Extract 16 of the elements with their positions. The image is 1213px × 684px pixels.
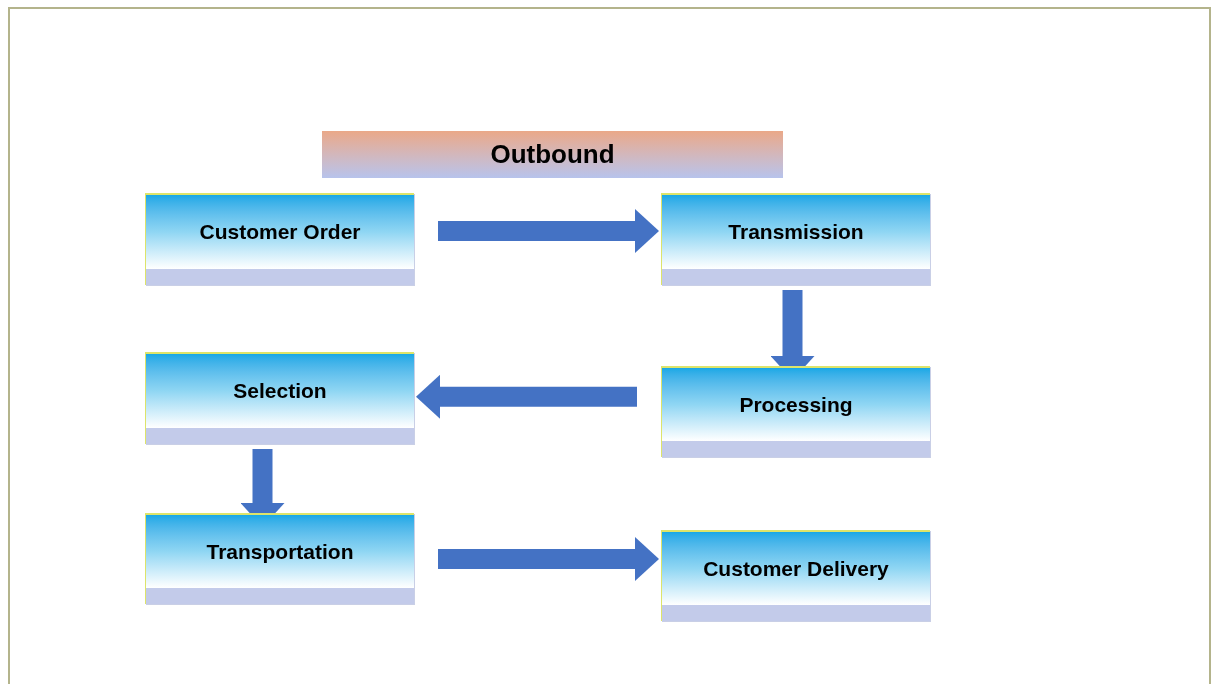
block-arrow	[438, 209, 659, 253]
process-box	[145, 352, 414, 444]
block-arrow	[438, 537, 659, 581]
process-box	[145, 193, 414, 285]
box-label: Selection	[233, 378, 327, 405]
title-banner: Outbound	[322, 131, 783, 178]
box-label: Customer Order	[199, 219, 361, 246]
box-label: Transmission	[728, 219, 864, 246]
box-label: Processing	[739, 391, 853, 418]
box-label: Customer Delivery	[703, 555, 889, 582]
process-box	[661, 366, 930, 457]
process-box	[661, 193, 930, 285]
process-box	[661, 530, 930, 621]
box-label: Transportation	[206, 538, 354, 565]
block-arrow	[416, 374, 637, 419]
process-box	[145, 513, 414, 604]
